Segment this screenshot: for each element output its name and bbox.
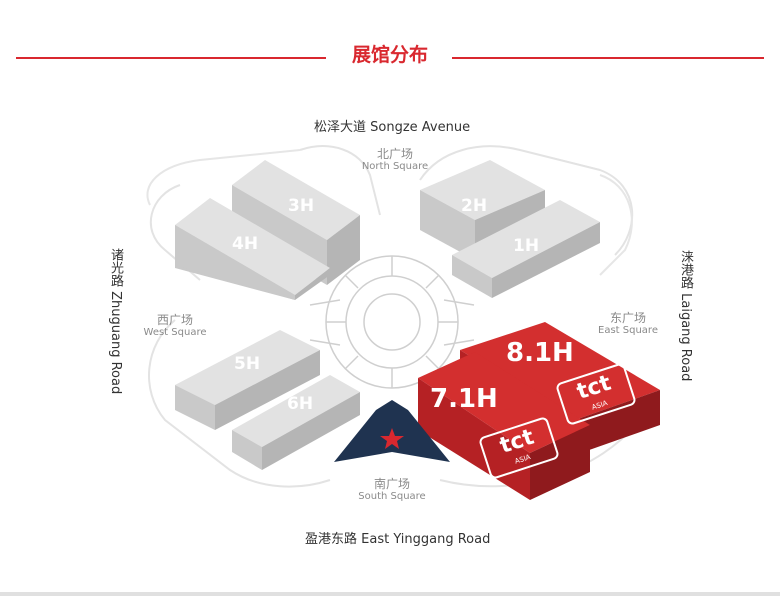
road-east-label: 涞港路 Laigang Road: [678, 250, 693, 382]
hall-8-1h-label: 8.1H: [506, 338, 574, 368]
hall-6h: [232, 375, 360, 470]
star-icon: [380, 428, 404, 449]
road-west-label: 诸光路 Zhuguang Road: [108, 248, 123, 395]
hall-4h-label: 4H: [232, 234, 259, 254]
hall-4h: [175, 198, 330, 300]
hall-7-1h-label: 7.1H: [430, 384, 498, 414]
central-plaza: [309, 255, 475, 389]
south-square-tent: [334, 400, 450, 462]
road-south-label: 盈港东路 East Yinggang Road: [305, 532, 491, 547]
square-south: 南广场 South Square: [358, 477, 426, 503]
hall-1h-label: 1H: [513, 236, 540, 256]
site-outline: [148, 145, 641, 488]
header-rule-left: [16, 57, 326, 59]
hall-5h: [175, 330, 320, 430]
hall-6h-label: 6H: [287, 394, 314, 414]
bottom-divider: [0, 592, 780, 596]
road-north-label: 松泽大道 Songze Avenue: [314, 120, 471, 135]
header-rule-right: [452, 57, 764, 59]
hall-2h-label: 2H: [461, 196, 488, 216]
hall-7-1h: [418, 352, 590, 500]
page-title: 展馆分布: [351, 44, 428, 66]
hall-1h: [452, 200, 600, 298]
square-east: 东广场 East Square: [598, 311, 658, 337]
square-west: 西广场 West Square: [143, 313, 207, 339]
hall-5h-label: 5H: [234, 354, 261, 374]
square-north: 北广场 North Square: [361, 147, 429, 173]
hall-3h-label: 3H: [288, 196, 315, 216]
